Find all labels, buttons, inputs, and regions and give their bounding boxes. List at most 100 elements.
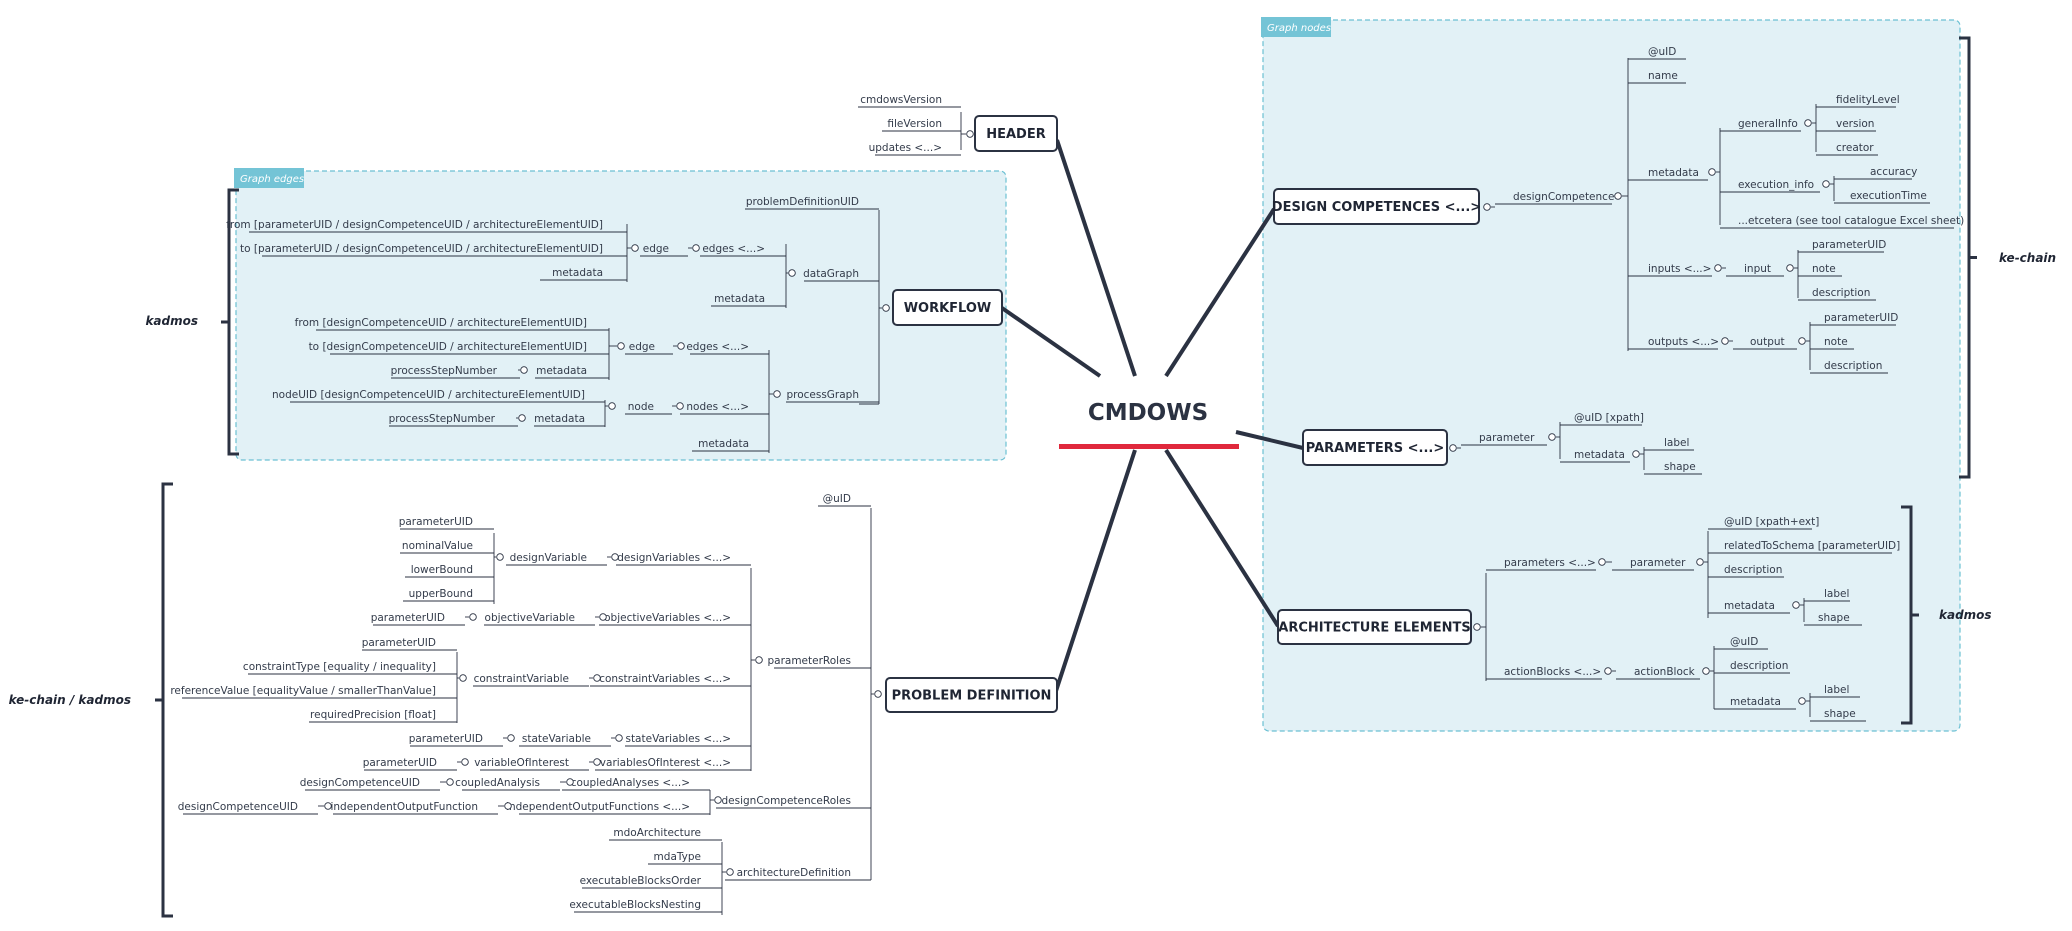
collapse-toggle-icon[interactable]: [1483, 203, 1491, 211]
node-cv-req: requiredPrecision [float]: [310, 709, 436, 721]
collapse-toggle-icon[interactable]: [1708, 168, 1716, 176]
branch-header[interactable]: [974, 115, 1058, 152]
node-h3: updates <...>: [869, 142, 942, 154]
branch-architecture[interactable]: [1277, 609, 1472, 645]
collapse-toggle-icon[interactable]: [755, 656, 763, 664]
node-pa-meta: metadata: [1574, 449, 1625, 461]
collapse-toggle-icon[interactable]: [1822, 180, 1830, 188]
collapse-toggle-icon[interactable]: [1804, 119, 1812, 127]
collapse-toggle-icon[interactable]: [773, 390, 781, 398]
collapse-toggle-icon[interactable]: [617, 342, 625, 350]
collapse-toggle-icon[interactable]: [459, 674, 467, 682]
collapse-toggle-icon[interactable]: [1632, 450, 1640, 458]
collapse-toggle-icon[interactable]: [611, 553, 619, 561]
collapse-toggle-icon[interactable]: [593, 758, 601, 766]
collapse-toggle-icon[interactable]: [714, 796, 722, 804]
node-dc: designCompetence: [1513, 191, 1614, 203]
collapse-toggle-icon[interactable]: [608, 402, 616, 410]
collapse-toggle-icon[interactable]: [874, 690, 882, 698]
collapse-toggle-icon[interactable]: [1604, 667, 1612, 675]
collapse-toggle-icon[interactable]: [593, 674, 601, 682]
collapse-toggle-icon[interactable]: [446, 778, 454, 786]
collapse-toggle-icon[interactable]: [469, 613, 477, 621]
branch-connector: [1054, 612, 1083, 695]
node-vi: variableOfInterest: [474, 757, 569, 769]
node-pa-uid: @uID [xpath]: [1574, 412, 1644, 424]
collapse-toggle-icon[interactable]: [1614, 192, 1622, 200]
branch-problem[interactable]: [885, 677, 1058, 713]
node-sv: stateVariable: [522, 733, 591, 745]
collapse-toggle-icon[interactable]: [1792, 601, 1800, 609]
collapse-toggle-icon[interactable]: [518, 414, 526, 422]
collapse-toggle-icon[interactable]: [504, 802, 512, 810]
node-dc-cre: creator: [1836, 142, 1874, 154]
node-ae-param: parameter: [1630, 557, 1686, 569]
node-pg-nodes: nodes <...>: [686, 401, 749, 413]
collapse-toggle-icon[interactable]: [324, 802, 332, 810]
collapse-toggle-icon[interactable]: [692, 244, 700, 252]
branch-design[interactable]: [1273, 188, 1480, 225]
node-cv-type: constraintType [equality / inequality]: [243, 661, 436, 673]
node-p-archdef: architectureDefinition: [737, 867, 851, 879]
branch-label-problem: PROBLEM DEFINITION: [892, 689, 1052, 704]
node-pg-node-psn: processStepNumber: [389, 413, 496, 425]
side-label-kadmos-right: kadmos: [1939, 608, 1992, 622]
node-dc-name: name: [1648, 70, 1678, 82]
node-ae-b-uid: @uID: [1730, 636, 1758, 648]
node-ca-dcuid: designCompetenceUID: [300, 777, 420, 789]
branch-workflow[interactable]: [892, 289, 1003, 326]
collapse-toggle-icon[interactable]: [1449, 444, 1457, 452]
collapse-toggle-icon[interactable]: [1714, 264, 1722, 272]
collapse-toggle-icon[interactable]: [677, 342, 685, 350]
node-dv-puid: parameterUID: [399, 516, 473, 528]
collapse-toggle-icon[interactable]: [520, 366, 528, 374]
node-dc-uid: @uID: [1648, 46, 1676, 58]
collapse-toggle-icon[interactable]: [1548, 433, 1556, 441]
collapse-toggle-icon[interactable]: [1721, 337, 1729, 345]
collapse-toggle-icon[interactable]: [1696, 558, 1704, 566]
collapse-toggle-icon[interactable]: [1798, 697, 1806, 705]
collapse-toggle-icon[interactable]: [966, 130, 974, 138]
node-ae-params: parameters <...>: [1504, 557, 1596, 569]
collapse-toggle-icon[interactable]: [882, 304, 890, 312]
node-vi-puid: parameterUID: [363, 757, 437, 769]
branch-connector: [1001, 307, 1036, 332]
collapse-toggle-icon[interactable]: [1473, 623, 1481, 631]
collapse-toggle-icon[interactable]: [566, 778, 574, 786]
collapse-toggle-icon[interactable]: [599, 613, 607, 621]
node-cv-group: constraintVariables <...>: [599, 673, 731, 685]
collapse-toggle-icon[interactable]: [496, 553, 504, 561]
node-dg-from: from [parameterUID / designCompetenceUID…: [226, 219, 603, 231]
collapse-toggle-icon[interactable]: [615, 734, 623, 742]
group-tag-graph-nodes: [1261, 17, 1331, 37]
collapse-toggle-icon[interactable]: [631, 244, 639, 252]
collapse-toggle-icon[interactable]: [1702, 667, 1710, 675]
collapse-toggle-icon[interactable]: [726, 868, 734, 876]
node-ad-nest: executableBlocksNesting: [569, 899, 701, 911]
node-ae-blocks: actionBlocks <...>: [1504, 666, 1601, 678]
collapse-toggle-icon[interactable]: [1786, 264, 1794, 272]
collapse-toggle-icon[interactable]: [461, 758, 469, 766]
node-w-pduid: problemDefinitionUID: [746, 196, 859, 208]
branch-label-header: HEADER: [986, 127, 1046, 142]
central-topic-title: CMDOWS: [1088, 400, 1208, 426]
group-graph-edges: [235, 170, 1007, 461]
node-ae-p-shape: shape: [1818, 612, 1850, 624]
node-pg-nodeuid: nodeUID [designCompetenceUID / architect…: [272, 389, 585, 401]
branch-parameters[interactable]: [1302, 429, 1448, 466]
node-sv-puid: parameterUID: [409, 733, 483, 745]
node-io: independentOutputFunction: [330, 801, 478, 813]
node-w-datagraph: dataGraph: [803, 268, 859, 280]
collapse-toggle-icon[interactable]: [788, 269, 796, 277]
collapse-toggle-icon[interactable]: [507, 734, 515, 742]
node-pg-to: to [designCompetenceUID / architectureEl…: [309, 341, 587, 353]
node-ca-group: coupledAnalyses <...>: [571, 777, 690, 789]
node-dc-output: output: [1750, 336, 1785, 348]
collapse-toggle-icon[interactable]: [676, 402, 684, 410]
node-dv-group: designVariables <...>: [617, 552, 731, 564]
collapse-toggle-icon[interactable]: [1798, 337, 1806, 345]
node-dc-fid: fidelityLevel: [1836, 94, 1900, 106]
collapse-toggle-icon[interactable]: [1598, 558, 1606, 566]
node-dg-edge: edge: [643, 243, 669, 255]
